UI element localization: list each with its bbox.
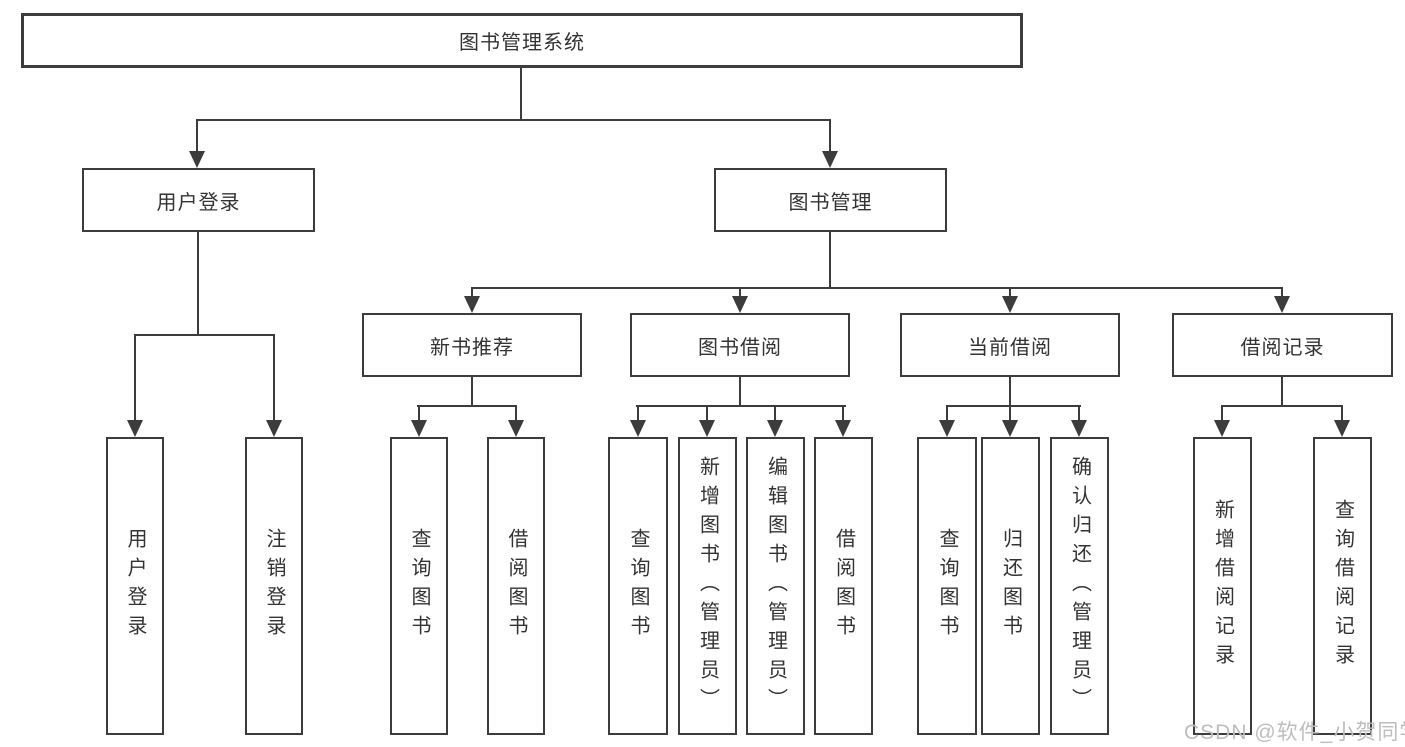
connector xyxy=(829,119,831,154)
leaf-query-books-3: 查询图书 xyxy=(917,437,977,735)
node-root-label: 图书管理系统 xyxy=(459,32,585,54)
arrow-down-icon xyxy=(1334,420,1350,437)
arrow-down-icon xyxy=(699,420,715,437)
leaf-add-book-admin: 新增图书（管理员） xyxy=(678,437,737,735)
arrow-down-icon xyxy=(1274,296,1290,313)
arrow-down-icon xyxy=(464,296,480,313)
connector xyxy=(774,405,776,423)
connector xyxy=(1341,405,1343,423)
csdn-watermark: CSDN @软件_小贺同学 xyxy=(1184,721,1405,744)
leaf-query-books-1: 查询图书 xyxy=(390,437,448,735)
node-new-book-recommend-label: 新书推荐 xyxy=(430,336,514,359)
connector xyxy=(197,232,199,336)
leaf-query-books-3-label: 查询图书 xyxy=(936,528,958,644)
connector xyxy=(471,287,1283,289)
arrow-down-icon xyxy=(767,420,783,437)
connector xyxy=(418,405,420,423)
connector xyxy=(706,405,708,423)
connector xyxy=(739,377,741,407)
node-current-borrow: 当前借阅 xyxy=(900,313,1120,377)
connector xyxy=(1009,377,1011,407)
node-book-borrow: 图书借阅 xyxy=(630,313,850,377)
leaf-query-borrow-record: 查询借阅记录 xyxy=(1313,437,1372,735)
leaf-query-books-2-label: 查询图书 xyxy=(627,528,649,644)
leaf-add-borrow-record: 新增借阅记录 xyxy=(1193,437,1252,735)
leaf-user-login: 用户登录 xyxy=(106,437,164,735)
arrow-down-icon xyxy=(1002,296,1018,313)
node-user-login: 用户登录 xyxy=(82,168,315,232)
leaf-borrow-books-2-label: 借阅图书 xyxy=(832,528,855,644)
leaf-borrow-books-1: 借阅图书 xyxy=(487,437,545,735)
leaf-edit-book-admin-label: 编辑图书（管理员） xyxy=(764,455,787,717)
connector xyxy=(829,232,831,289)
connector xyxy=(515,405,517,423)
connector xyxy=(636,405,846,407)
arrow-down-icon xyxy=(266,420,282,437)
leaf-query-borrow-record-label: 查询借阅记录 xyxy=(1331,499,1354,673)
connector xyxy=(1078,405,1080,423)
node-borrow-records-label: 借阅记录 xyxy=(1240,336,1325,359)
node-root: 图书管理系统 xyxy=(21,13,1023,68)
connector xyxy=(637,405,639,423)
leaf-return-books-label: 归还图书 xyxy=(999,528,1022,644)
arrow-down-icon xyxy=(1002,420,1018,437)
arrow-down-icon xyxy=(939,420,955,437)
connector xyxy=(196,119,831,121)
leaf-logout-label: 注销登录 xyxy=(263,528,285,644)
arrow-down-icon xyxy=(127,420,143,437)
node-book-management: 图书管理 xyxy=(714,168,947,232)
leaf-edit-book-admin: 编辑图书（管理员） xyxy=(746,437,805,735)
connector xyxy=(471,377,473,407)
connector xyxy=(520,68,522,121)
connector xyxy=(946,405,1081,407)
connector xyxy=(273,334,275,424)
arrow-down-icon xyxy=(630,420,646,437)
leaf-borrow-books-1-label: 借阅图书 xyxy=(505,528,527,644)
connector xyxy=(134,334,136,424)
arrow-down-icon xyxy=(1214,420,1230,437)
node-current-borrow-label: 当前借阅 xyxy=(968,336,1052,359)
arrow-down-icon xyxy=(189,151,205,168)
node-book-borrow-label: 图书借阅 xyxy=(698,336,782,359)
leaf-confirm-return-admin: 确认归还（管理员） xyxy=(1050,437,1109,735)
leaf-user-login-label: 用户登录 xyxy=(124,528,146,644)
leaf-confirm-return-admin-label: 确认归还（管理员） xyxy=(1068,455,1091,717)
arrow-down-icon xyxy=(732,296,748,313)
leaf-logout: 注销登录 xyxy=(245,437,303,735)
connector xyxy=(1221,405,1343,407)
connector xyxy=(1221,405,1223,423)
arrow-down-icon xyxy=(411,420,427,437)
node-borrow-records: 借阅记录 xyxy=(1172,313,1393,377)
connector xyxy=(842,405,844,423)
connector xyxy=(946,405,948,423)
connector xyxy=(196,119,198,154)
node-user-login-label: 用户登录 xyxy=(156,191,241,214)
connector xyxy=(471,287,473,300)
arrow-down-icon xyxy=(1071,420,1087,437)
arrow-down-icon xyxy=(508,420,524,437)
arrow-down-icon xyxy=(835,420,851,437)
connector xyxy=(134,334,275,336)
leaf-query-books-1-label: 查询图书 xyxy=(408,528,430,644)
leaf-return-books: 归还图书 xyxy=(981,437,1040,735)
leaf-add-book-admin-label: 新增图书（管理员） xyxy=(696,455,719,717)
leaf-add-borrow-record-label: 新增借阅记录 xyxy=(1211,499,1234,673)
connector xyxy=(1281,287,1283,300)
leaf-borrow-books-2: 借阅图书 xyxy=(814,437,873,735)
connector xyxy=(417,405,517,407)
node-new-book-recommend: 新书推荐 xyxy=(362,313,582,377)
connector xyxy=(1009,287,1011,300)
node-book-management-label: 图书管理 xyxy=(788,191,873,214)
connector xyxy=(1009,405,1011,423)
connector xyxy=(739,287,741,300)
connector xyxy=(1281,377,1283,407)
arrow-down-icon xyxy=(822,151,838,168)
leaf-query-books-2: 查询图书 xyxy=(608,437,668,735)
